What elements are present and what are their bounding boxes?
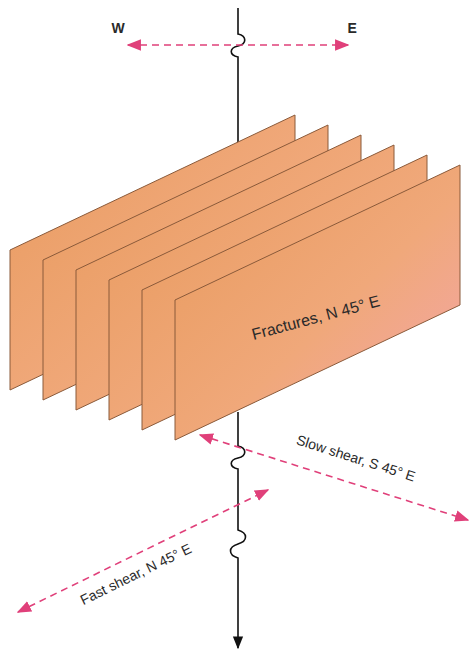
fast-shear-line [18,490,268,612]
compass-label: W [109,19,128,37]
shear-label: Slow shear, S 45° E [291,430,420,486]
fracture-planes [10,115,460,440]
polarization-line [128,44,348,46]
shear-label: Fast shear, N 45° E [75,538,198,610]
compass-label: E [345,19,360,37]
